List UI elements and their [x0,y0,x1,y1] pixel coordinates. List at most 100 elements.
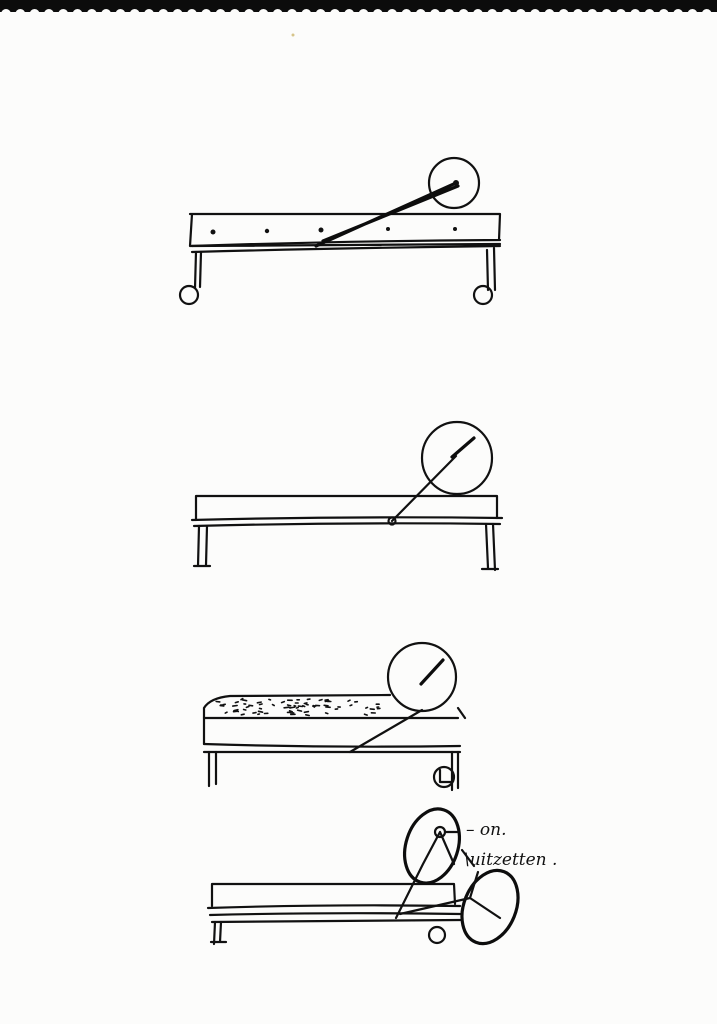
perforation-hole [430,9,440,19]
sketch-1-frame-rail [192,244,500,252]
perforation-hole [144,9,154,19]
mattress-speckle [233,706,237,707]
sketch-1-dot [453,227,457,231]
mattress-speckle [306,704,308,705]
perforation-hole [473,9,483,19]
perforation-hole [258,9,268,19]
sketch-2-disc [422,422,492,494]
mattress-speckle [319,700,322,701]
perforation-hole [359,9,369,19]
mattress-speckle [282,702,285,703]
sketch-2-frame-rail [192,517,502,526]
perforation-hole [702,9,712,19]
mattress-speckle [313,706,315,707]
perforation-hole [58,9,68,19]
sketch-1-dot [265,229,269,233]
mattress-speckle [244,710,246,711]
mattress-speckle [260,704,263,705]
mattress-speckle [304,703,307,704]
mattress-speckle [290,711,293,712]
perforation-hole [101,9,111,19]
mattress-speckle [259,711,263,712]
sketch-1-bed-with-disc [180,158,500,304]
sketch-3-legs [209,752,458,790]
perforation-hole [616,9,626,19]
mattress-speckle [348,700,350,701]
sketch-3-wheel-mark [440,770,452,782]
perforation-hole [645,9,655,19]
perforation-hole [187,9,197,19]
perforation-hole [630,9,640,19]
perforation-hole [1,9,11,19]
perforation-hole [273,9,283,19]
perforation-hole [44,9,54,19]
perforation-hole [416,9,426,19]
perforation-hole [573,9,583,19]
perforation-hole [73,9,83,19]
mattress-speckle [296,708,298,709]
mattress-speckle [304,712,308,713]
sketch-1-pivot [453,180,459,186]
sketch-3-disc [388,643,456,711]
perforation-hole [316,9,326,19]
sketch-3-frame-rail [204,718,460,752]
mattress-speckle [246,707,249,708]
perforation-hole [287,9,297,19]
perforation-hole [516,9,526,19]
sketch-2-legs [194,524,498,570]
sketch-4-legs [211,922,226,944]
sketch-1-wheel-left [180,286,198,304]
perforation-hole [544,9,554,19]
mattress-speckle [257,702,261,703]
perforation-hole [344,9,354,19]
sketch-2-arm [392,456,456,521]
sketch-4-disc-off [452,862,529,952]
mattress-speckle [273,705,275,706]
mattress-speckle [365,714,368,715]
mattress-speckle [298,710,302,711]
perforation-hole [244,9,254,19]
mattress-speckle [326,713,328,714]
perforation-hole [673,9,683,19]
annotation-off: \uitzetten . [464,850,557,870]
mattress-speckle [288,705,291,706]
perforation-hole [130,9,140,19]
mattress-speckle [235,711,238,712]
perforation-hole [87,9,97,19]
perforation-hole [487,9,497,19]
perforation-hole [659,9,669,19]
perforation-hole [459,9,469,19]
perforation-hole [330,9,340,19]
mattress-speckle [241,714,244,715]
mattress-speckle [306,715,309,716]
mattress-speckle [366,707,368,708]
sketch-4-top-surface [212,884,455,906]
sketch-1-dot [319,228,324,233]
perforation-hole [373,9,383,19]
perforation-hole [216,9,226,19]
binding-strip [0,0,717,19]
perforation-hole [387,9,397,19]
sketch-1-legs [195,248,495,290]
mattress-speckle [269,699,271,700]
mattress-speckle [225,712,227,713]
sketch-3-disc-stroke [421,660,443,684]
mattress-speckle [325,700,328,701]
perforation-hole [30,9,40,19]
perforation-hole [687,9,697,19]
perforation-hole [201,9,211,19]
mattress-speckle [325,701,329,702]
mattress-speckle [242,700,246,701]
mattress-speckle [350,705,352,706]
annotation-on: – on. [466,820,507,840]
perforation-hole [301,9,311,19]
page-speck [292,34,295,37]
perforation-hole [401,9,411,19]
sketch-1-dot [211,230,216,235]
mattress-speckle [221,705,224,706]
perforation-hole [602,9,612,19]
sketch-4-wheel [429,927,445,943]
perforation-hole [173,9,183,19]
mattress-speckle [324,705,328,706]
